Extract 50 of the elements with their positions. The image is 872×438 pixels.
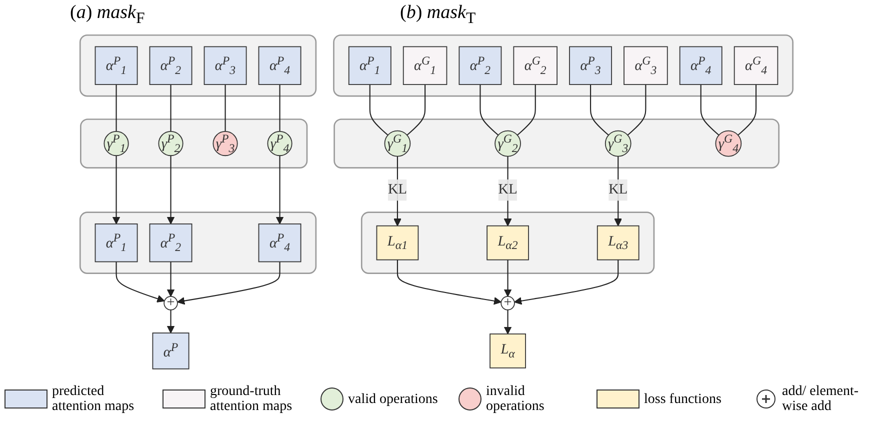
cluster — [80, 118, 308, 169]
edge-label: KL — [387, 182, 406, 198]
arrow — [176, 262, 280, 305]
connector — [224, 84, 226, 132]
connector — [700, 84, 719, 136]
legend-label: loss functions — [644, 392, 722, 406]
connector — [278, 84, 280, 132]
cluster — [332, 34, 794, 97]
cluster — [78, 34, 316, 97]
cluster — [360, 212, 654, 274]
arrow — [396, 260, 502, 305]
connector — [626, 84, 646, 136]
legend-label: invalid operations — [486, 384, 546, 414]
arrow — [614, 156, 622, 226]
arrow — [503, 260, 512, 297]
cluster — [78, 212, 316, 274]
legend-label: predicted attention maps — [52, 384, 136, 414]
node-box: L$_{α2}$ — [486, 225, 528, 260]
node-circle: + — [500, 296, 514, 310]
legend-label: ground-truth attention maps — [210, 384, 294, 414]
arrow — [166, 156, 174, 224]
connector — [479, 84, 498, 136]
legend-label: valid operations — [348, 392, 439, 406]
arrow — [115, 262, 164, 302]
connector — [368, 84, 388, 136]
panel-heading: (a) mask$_{F}$ — [70, 2, 145, 28]
arrow — [166, 310, 174, 334]
connector — [516, 84, 536, 136]
connector — [406, 84, 426, 136]
node-circle: + — [163, 296, 178, 310]
node-box: α$^{P}$ — [152, 332, 189, 370]
arrow — [166, 262, 174, 297]
node-box: L$_{α3}$ — [596, 225, 639, 260]
arrow — [275, 156, 284, 224]
panel-heading: (b) mask$_{T}$ — [400, 2, 476, 28]
cluster — [333, 118, 780, 169]
connector — [170, 84, 171, 132]
arrow — [393, 156, 401, 226]
edge-label: KL — [498, 182, 517, 198]
connector — [115, 84, 116, 132]
legend-label: add/ element-wise add — [782, 384, 860, 414]
node-box: L$_{α1}$ — [376, 225, 418, 260]
connector — [590, 84, 608, 136]
arrow — [503, 310, 512, 334]
node-box: L$_{α}$ — [489, 334, 526, 368]
arrow — [112, 156, 120, 224]
connector — [737, 84, 756, 136]
arrow — [514, 260, 618, 305]
arrow — [503, 156, 512, 226]
edge-label: KL — [608, 182, 628, 198]
